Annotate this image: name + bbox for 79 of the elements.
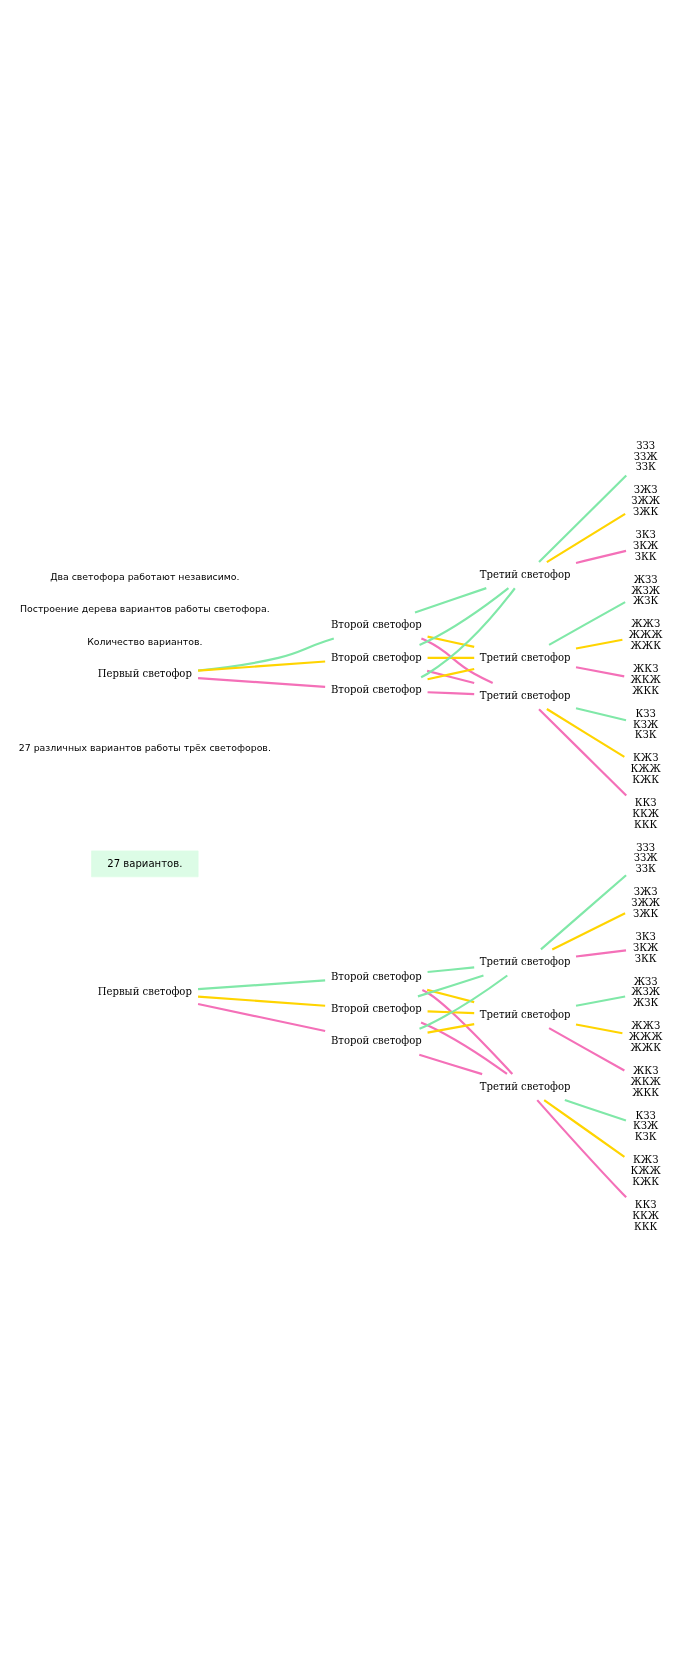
node-text: КЗЗ КЗЖ КЗК <box>633 1109 659 1143</box>
node-text: Второй светофор <box>330 651 422 663</box>
connector <box>427 656 475 659</box>
connector <box>575 666 625 678</box>
connector <box>575 549 627 564</box>
node-text: КЗЗ КЗЖ КЗК <box>633 707 659 741</box>
label: Построение дерева вариантов работы светофора. <box>20 603 270 615</box>
node-text: Первый светофор <box>97 668 192 680</box>
node-text: ЗКЗ ЗКЖ ЗКК <box>633 529 659 562</box>
node-text: Второй светофор <box>330 619 422 631</box>
node-text: Второй светофор <box>330 1003 422 1015</box>
node-text: КЖЗ КЖЖ КЖК <box>630 1154 661 1187</box>
connector <box>420 637 494 684</box>
node-text: КЖЗ КЖЖ КЖК <box>630 752 661 785</box>
node-text: Третий светофор <box>479 1008 571 1020</box>
label: Количество вариантов. <box>87 635 203 647</box>
node-text: ЗКЗ ЗКЖ ЗКК <box>633 930 659 964</box>
label: Два светофора работают независимо. <box>50 570 240 582</box>
connector <box>427 691 475 696</box>
label: 27 различных вариантов работы трёх светофоров. <box>18 742 271 754</box>
node-text: ЖЖЗ ЖЖЖ ЖЖК <box>628 618 663 652</box>
node-text: Первый светофор <box>97 986 192 998</box>
connector <box>543 1099 626 1158</box>
connector <box>575 949 627 958</box>
connector <box>197 637 335 672</box>
connector <box>417 974 484 998</box>
connector <box>427 966 475 974</box>
node-text: ЖЗЗ ЖЗЖ ЖЗК <box>631 573 661 607</box>
node-text: ЖЗЗ ЖЗЖ ЖЗК <box>631 975 661 1009</box>
connector <box>538 708 627 797</box>
connector <box>546 708 625 758</box>
connector <box>420 1021 508 1075</box>
node-text: Второй светофор <box>330 683 422 695</box>
connector <box>427 635 475 648</box>
node-text: Третий светофор <box>479 651 571 663</box>
connector <box>536 1099 627 1199</box>
node-text: ЖКЗ ЖКЖ ЖКК <box>630 663 661 696</box>
connector <box>420 587 516 679</box>
connector <box>197 660 326 672</box>
connector <box>427 1023 475 1034</box>
connector <box>421 989 514 1075</box>
connector <box>575 995 626 1007</box>
connector <box>427 667 475 681</box>
connector <box>575 638 623 650</box>
connector <box>418 1053 483 1076</box>
connector <box>538 474 627 563</box>
node-text: Третий светофор <box>479 568 571 580</box>
node-text: Третий светофор <box>479 956 571 968</box>
connector <box>575 1023 623 1035</box>
connector <box>414 587 487 614</box>
connector <box>419 587 510 646</box>
node-text: Второй светофор <box>330 970 422 982</box>
node-text: Третий светофор <box>479 1080 571 1092</box>
connector <box>197 1002 326 1033</box>
node-text: ЗЗЗ ЗЗЖ ЗЗК <box>633 439 658 473</box>
node-text: ЗЖЗ ЗЖЖ ЗЖК <box>631 886 661 919</box>
connector <box>426 669 475 685</box>
connector <box>197 995 326 1007</box>
node-text: Третий светофор <box>479 689 571 701</box>
connector <box>197 979 326 991</box>
node-text: ККЗ ККЖ ККК <box>632 797 660 830</box>
node-text: ЖКЗ ЖКЖ ЖКК <box>630 1064 661 1098</box>
connector <box>551 912 626 951</box>
node-text: ЗЖЗ ЗЖЖ ЗЖК <box>631 484 661 518</box>
connector <box>548 601 626 646</box>
connector <box>427 1010 475 1015</box>
node-text: ЖЖЗ ЖЖЖ ЖЖК <box>628 1020 663 1053</box>
connector <box>546 512 626 564</box>
node-text: ККЗ ККЖ ККК <box>632 1198 660 1232</box>
node-box: 27 вариантов. <box>91 850 199 878</box>
connector <box>575 707 627 722</box>
connector <box>564 1099 627 1122</box>
node-text: ЗЗЗ ЗЗЖ ЗЗК <box>633 841 658 875</box>
connector <box>197 677 326 688</box>
connector <box>426 988 475 1004</box>
connector <box>540 874 627 951</box>
connector <box>548 1027 625 1072</box>
connector <box>419 974 508 1030</box>
node-text: Второй светофор <box>330 1035 422 1047</box>
